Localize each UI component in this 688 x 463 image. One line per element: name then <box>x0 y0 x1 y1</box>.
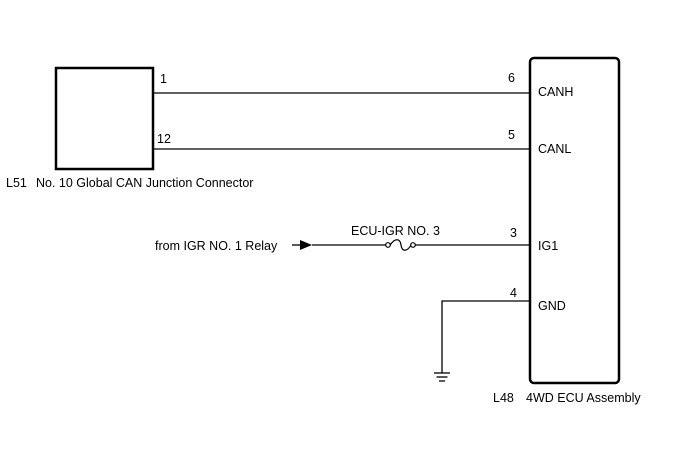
ecu-pin-number-ig1: 3 <box>510 226 517 240</box>
left-connector-code: L51 <box>6 176 27 190</box>
wire-gnd <box>441 300 530 373</box>
ecu-name: 4WD ECU Assembly <box>526 391 641 405</box>
ecu-signal-gnd: GND <box>538 299 566 313</box>
junction-connector-box <box>54 66 155 171</box>
left-pin-1: 1 <box>160 72 167 86</box>
ecu-signal-canh: CANH <box>538 85 573 99</box>
arrow-right-icon <box>292 240 312 250</box>
left-pin-12: 12 <box>157 132 171 146</box>
ecu-pin-number-canl: 5 <box>508 128 515 142</box>
ground-icon <box>434 372 450 382</box>
ecu-code: L48 <box>493 391 514 405</box>
power-source-label: from IGR NO. 1 Relay <box>155 239 278 253</box>
fuse-icon <box>385 239 416 251</box>
ecu-signal-ig1: IG1 <box>538 239 558 253</box>
ecu-box <box>528 56 621 385</box>
left-connector-name: No. 10 Global CAN Junction Connector <box>36 176 253 190</box>
ecu-signal-canl: CANL <box>538 142 571 156</box>
fuse-label: ECU-IGR NO. 3 <box>351 224 440 238</box>
ecu-pin-number-canh: 6 <box>508 71 515 85</box>
ecu-pin-number-gnd: 4 <box>510 286 517 300</box>
